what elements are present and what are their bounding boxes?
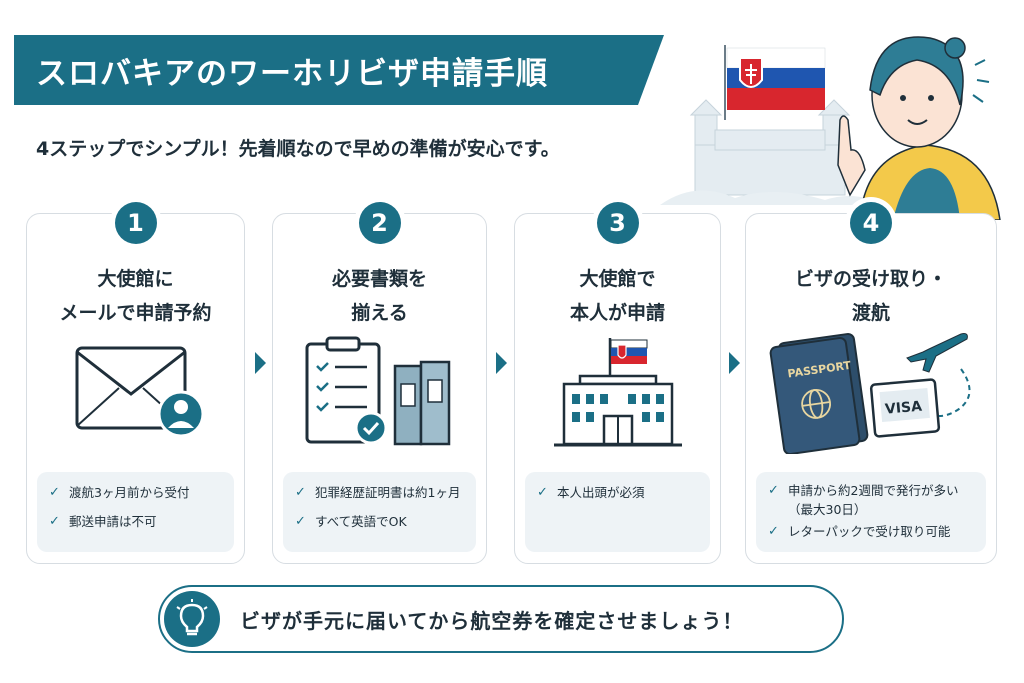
step-arrow-1 bbox=[255, 352, 266, 374]
step-card-4: 4 ビザの受け取り・ 渡航 PASSPORT VISA ✓申請から約2週間で発行… bbox=[745, 202, 997, 564]
step-title-3: 大使館で 本人が申請 bbox=[569, 268, 665, 324]
step-checks-4: ✓申請から約2週間で発行が多い （最大30日） ✓レターパックで受け取り可能 bbox=[756, 472, 986, 552]
check-item: ✓本人出頭が必須 bbox=[537, 485, 645, 500]
check-icon: ✓ bbox=[768, 483, 779, 498]
tip-text: ビザが手元に届いてから航空券を確定させましょう！ bbox=[240, 608, 744, 633]
step-title-4: ビザの受け取り・ 渡航 bbox=[794, 268, 947, 324]
lightbulb-icon bbox=[164, 591, 220, 647]
check-icon: ✓ bbox=[49, 485, 60, 500]
title-banner: スロバキアのワーホリビザ申請手順 bbox=[14, 35, 664, 105]
step-checks-3: ✓本人出頭が必須 bbox=[525, 472, 710, 552]
check-icon: ✓ bbox=[49, 514, 60, 529]
tip-bar: ビザが手元に届いてから航空券を確定させましょう！ bbox=[158, 585, 844, 653]
castle-icon bbox=[689, 99, 851, 196]
step-checks-2: ✓犯罪経歴証明書は約1ヶ月 ✓すべて英語でOK bbox=[283, 472, 476, 552]
step-checks-1: ✓渡航3ヶ月前から受付 ✓郵送申請は不可 bbox=[37, 472, 234, 552]
check-item: ✓すべて英語でOK bbox=[295, 514, 407, 529]
check-item-continued: （最大30日） bbox=[788, 502, 867, 517]
step-card-3: 3 大使館で 本人が申請 ✓本人出頭が必須 bbox=[514, 202, 721, 564]
step-number-3: 3 bbox=[596, 202, 639, 244]
guide-person-icon bbox=[837, 36, 1001, 220]
check-icon: ✓ bbox=[295, 485, 306, 500]
step-card-2: 2 必要書類を 揃える ✓犯罪経歴証明書は約1ヶ月 ✓すべて英語でOK bbox=[272, 202, 487, 564]
check-item: ✓犯罪経歴証明書は約1ヶ月 bbox=[295, 485, 461, 500]
check-icon: ✓ bbox=[768, 524, 779, 539]
step-card-1: 1 大使館に メールで申請予約 ✓渡航3ヶ月前から受付 ✓郵送申請は不可 bbox=[26, 202, 245, 564]
step-title-1: 大使館に メールで申請予約 bbox=[59, 268, 212, 324]
step-arrow-3 bbox=[729, 352, 740, 374]
step-number-2: 2 bbox=[358, 202, 401, 244]
check-item: ✓レターパックで受け取り可能 bbox=[768, 524, 951, 539]
step-arrow-2 bbox=[496, 352, 507, 374]
slovak-flag-icon bbox=[724, 45, 826, 120]
check-item: ✓申請から約2週間で発行が多い bbox=[768, 483, 959, 498]
step-number-4: 4 bbox=[850, 202, 892, 244]
check-item: ✓渡航3ヶ月前から受付 bbox=[49, 485, 190, 500]
page-title: スロバキアのワーホリビザ申請手順 bbox=[36, 55, 548, 92]
check-icon: ✓ bbox=[537, 485, 548, 500]
clipboard-and-binders-icon bbox=[305, 336, 450, 446]
check-icon: ✓ bbox=[295, 514, 306, 529]
passport-visa-plane-icon: PASSPORT VISA bbox=[769, 333, 971, 454]
check-item: ✓郵送申請は不可 bbox=[49, 514, 157, 529]
page-subtitle: 4ステップでシンプル！先着順なので早めの準備が安心です。 bbox=[36, 138, 560, 160]
ground-cloud bbox=[660, 190, 885, 205]
envelope-with-user-icon bbox=[75, 346, 204, 436]
step-number-1: 1 bbox=[114, 202, 157, 244]
visa-label: VISA bbox=[884, 399, 922, 418]
step-title-2: 必要書類を 揃える bbox=[331, 268, 427, 324]
header-illustration bbox=[660, 36, 1001, 220]
embassy-building-icon bbox=[553, 338, 682, 447]
